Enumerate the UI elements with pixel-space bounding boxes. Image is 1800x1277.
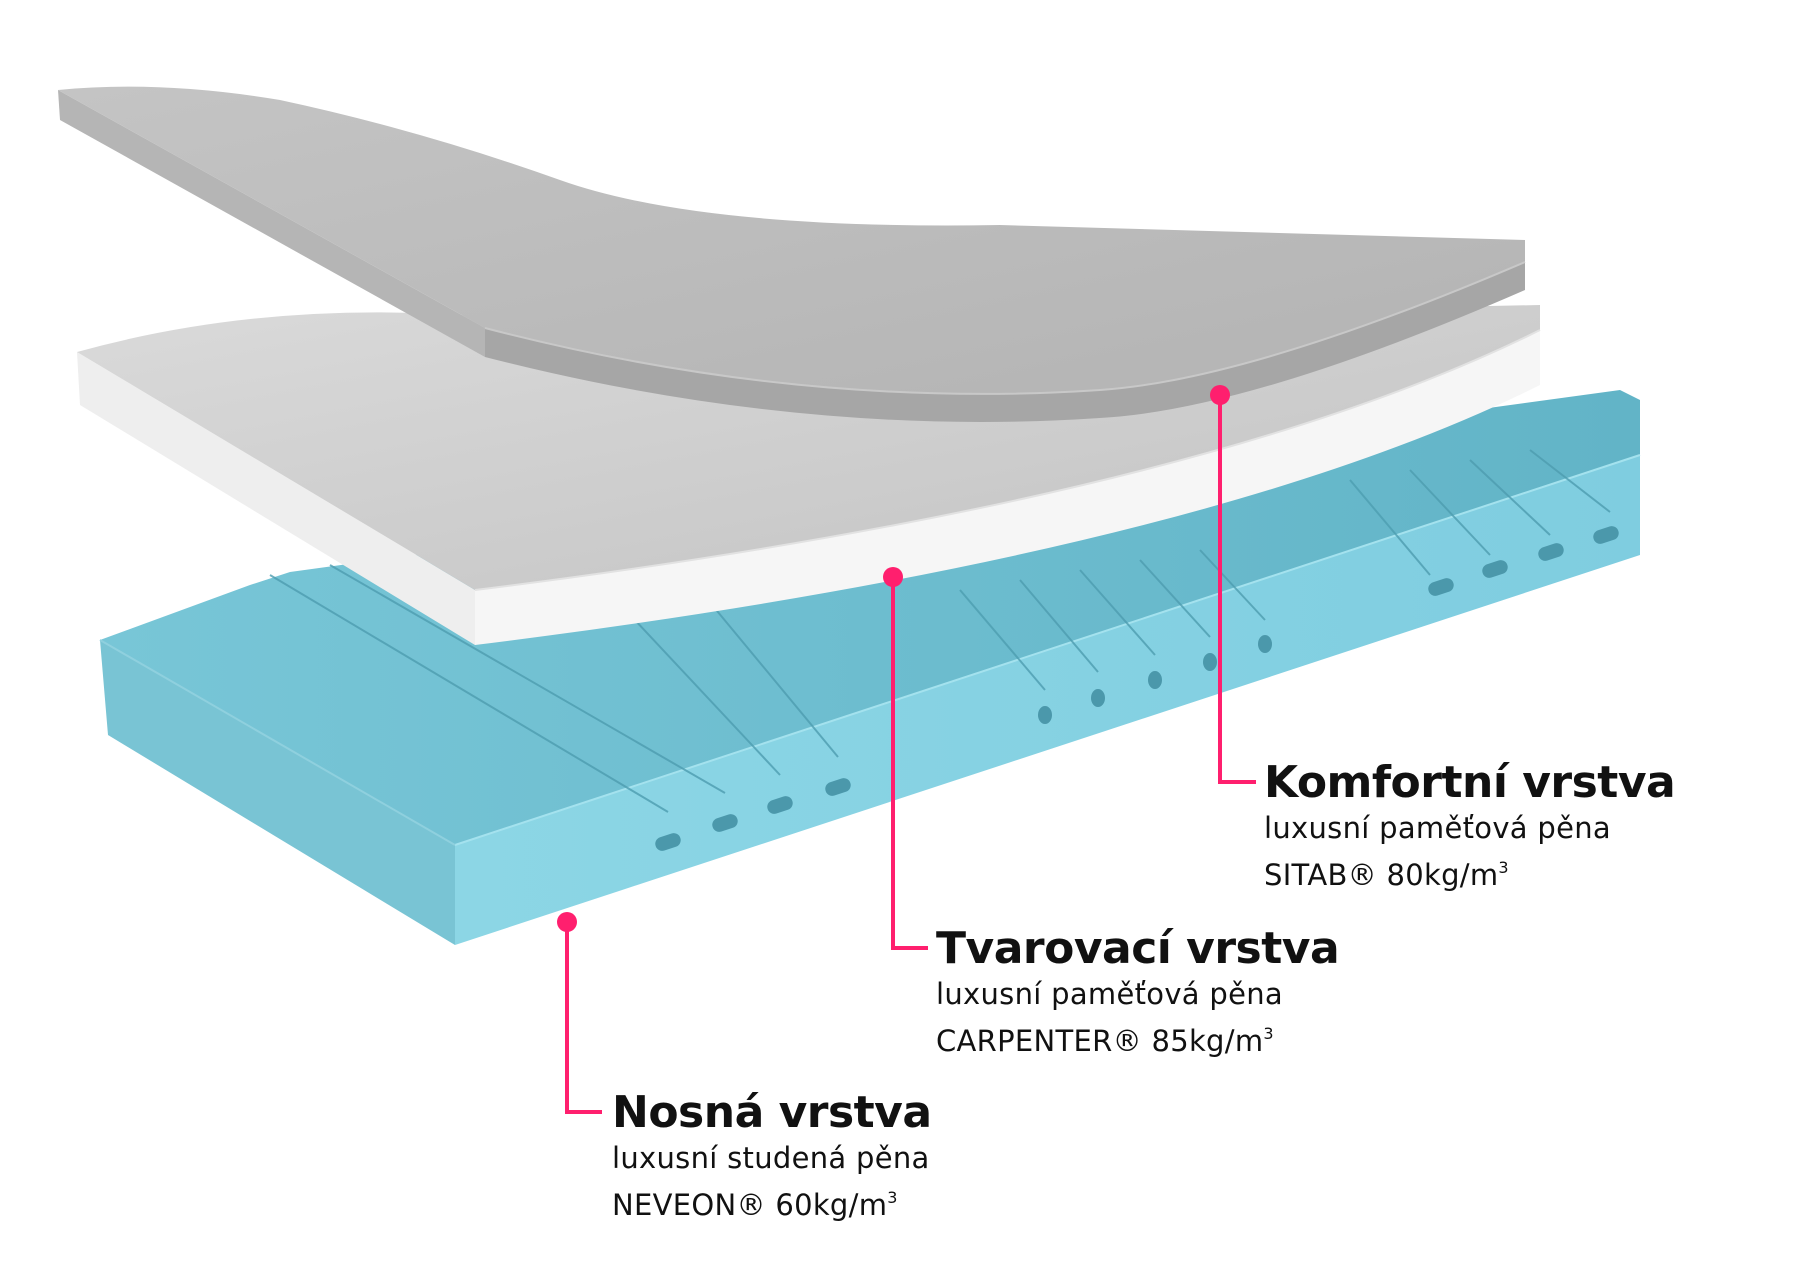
comfort-layer-material: luxusní paměťová pěna — [1264, 811, 1611, 845]
shaping-layer-side — [77, 352, 475, 645]
comfort-marker-dot — [1210, 385, 1230, 405]
shaping-marker-dot — [883, 567, 903, 587]
shaping-leader-line — [891, 577, 928, 950]
base-layer-title: Nosná vrstva — [612, 1087, 932, 1138]
shaping-layer-callout: Tvarovací vrstva luxusní paměťová pěna C… — [936, 923, 1340, 1061]
comfort-layer-density: SITAB® 80kg/m3 — [1264, 858, 1509, 892]
comfort-layer — [58, 86, 1526, 422]
comfort-layer-top — [58, 86, 1525, 394]
base-layer-material: luxusní studená pěna — [612, 1141, 930, 1175]
base-layer-front — [455, 455, 1640, 945]
base-layer-density: NEVEON® 60kg/m3 — [612, 1188, 898, 1222]
comfort-layer-side — [58, 90, 485, 357]
base-marker-dot — [557, 912, 577, 932]
comfort-layer-callout: Komfortní vrstva luxusní paměťová pěna S… — [1264, 757, 1676, 895]
base-leader-line — [565, 922, 602, 1114]
comfort-layer-title: Komfortní vrstva — [1264, 757, 1676, 808]
comfort-leader-line — [1218, 395, 1256, 784]
shaping-layer-front — [475, 330, 1540, 645]
base-layer-callout: Nosná vrstva luxusní studená pěna NEVEON… — [612, 1088, 932, 1225]
shaping-layer-density: CARPENTER® 85kg/m3 — [936, 1024, 1274, 1058]
base-layer-side — [100, 640, 455, 945]
base-layer-top — [100, 390, 1640, 845]
leader-dots — [557, 385, 1230, 932]
base-layer-grooves — [269, 449, 1611, 813]
shaping-layer-material: luxusní paměťová pěna — [936, 977, 1283, 1011]
comfort-layer-front — [485, 262, 1525, 422]
base-layer-slots — [655, 526, 1619, 851]
base-layer — [99, 390, 1641, 945]
shaping-layer-title: Tvarovací vrstva — [936, 923, 1340, 974]
leader-lines — [565, 395, 1256, 1114]
